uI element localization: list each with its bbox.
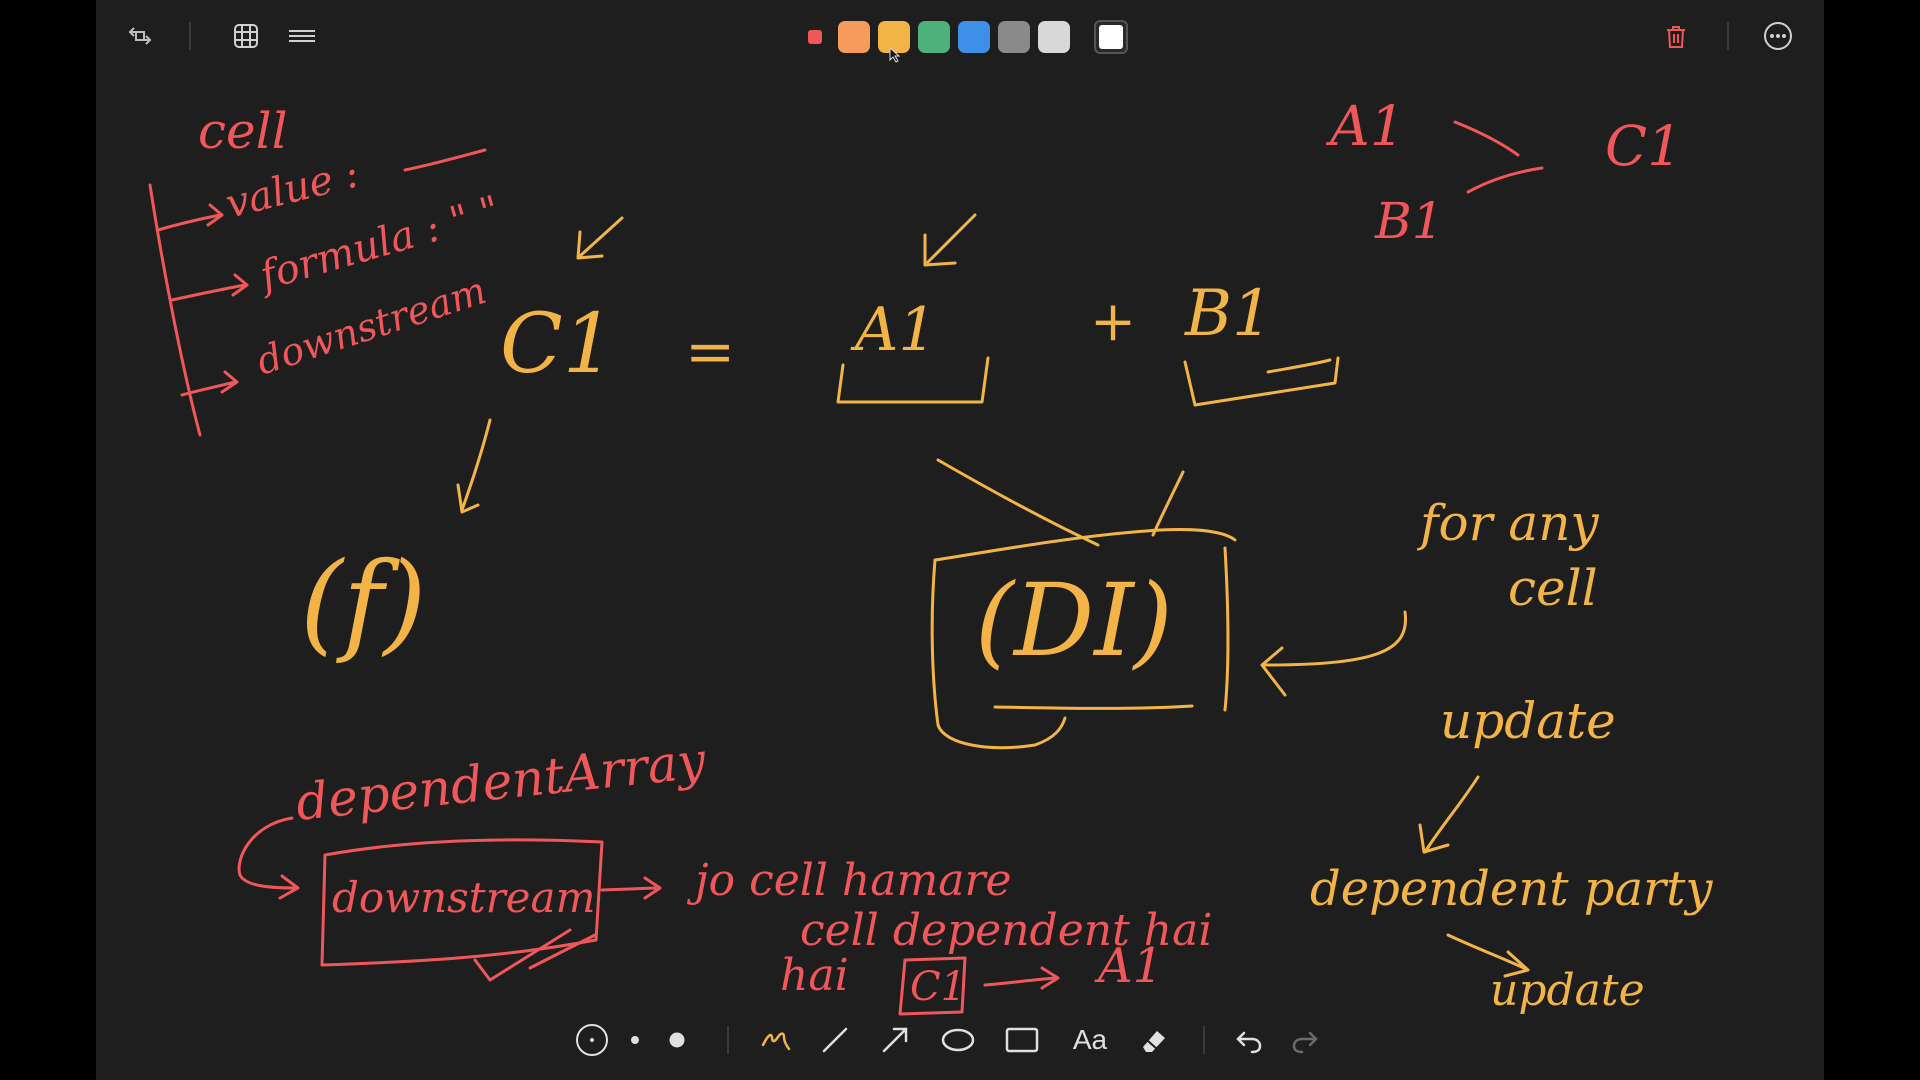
color-swatch-gray[interactable] bbox=[998, 21, 1030, 53]
note-cell: cell bbox=[198, 102, 288, 160]
note-c1: C1 bbox=[500, 297, 615, 392]
note-dependent-array: dependentArray bbox=[293, 731, 709, 832]
note-jo-cell: jo cell hamare bbox=[686, 855, 1012, 906]
pen-icon[interactable] bbox=[758, 1018, 794, 1062]
note-b1: B1 bbox=[1184, 277, 1273, 351]
pointer-dot-icon[interactable] bbox=[574, 1018, 610, 1062]
color-swatch-light-gray[interactable] bbox=[1038, 21, 1070, 53]
color-swatch-green[interactable] bbox=[918, 21, 950, 53]
arrow-icon[interactable] bbox=[878, 1018, 912, 1062]
toolbar-divider bbox=[1727, 22, 1729, 50]
f-circle: (f) bbox=[300, 538, 427, 666]
large-dot-icon[interactable] bbox=[664, 1018, 690, 1062]
toolbar-divider bbox=[1203, 1026, 1205, 1054]
note-for-any-cell-1: for any bbox=[1416, 494, 1599, 552]
lines-icon[interactable] bbox=[286, 20, 318, 52]
note-update-1: update bbox=[1440, 692, 1616, 750]
rectangle-icon[interactable] bbox=[1002, 1018, 1042, 1062]
note-downstream-box: downstream bbox=[332, 873, 595, 922]
toolbar-divider bbox=[727, 1026, 729, 1054]
redo-icon[interactable] bbox=[1288, 1018, 1322, 1062]
note-update-2: update bbox=[1490, 965, 1645, 1016]
undo-icon[interactable] bbox=[1232, 1018, 1266, 1062]
note-top-b1: B1 bbox=[1374, 192, 1444, 250]
toolbar-divider bbox=[189, 22, 191, 50]
mouse-cursor-icon bbox=[888, 46, 902, 64]
note-for-any-cell-2: cell bbox=[1508, 559, 1598, 617]
color-swatch-white-fill bbox=[1099, 25, 1123, 49]
trash-icon[interactable] bbox=[1662, 22, 1690, 52]
small-dot-icon[interactable] bbox=[624, 1018, 646, 1062]
text-icon[interactable]: Aa bbox=[1066, 1018, 1114, 1062]
di-box: (DI) bbox=[930, 458, 1408, 750]
note-dependent-party: dependent party bbox=[1310, 861, 1713, 917]
note-top-a1: A1 bbox=[1325, 94, 1405, 158]
note-top-c1: C1 bbox=[1605, 114, 1682, 178]
ellipse-icon[interactable] bbox=[938, 1018, 978, 1062]
note-hai: hai bbox=[780, 950, 849, 1001]
equation: C1 = A1 + B1 bbox=[456, 213, 1340, 514]
eraser-icon[interactable] bbox=[1136, 1018, 1170, 1062]
note-a1: A1 bbox=[850, 295, 937, 365]
note-a1-bottom: A1 bbox=[1094, 938, 1163, 994]
dependent-array-notes: dependentArray downstream jo cell hamare… bbox=[237, 731, 1212, 1016]
cell-tree: cell value : formula : " " downstream bbox=[148, 102, 505, 437]
color-swatch-yellow[interactable] bbox=[878, 21, 910, 53]
note-c1-box: C1 bbox=[910, 964, 966, 1010]
note-f: (f) bbox=[300, 538, 427, 666]
expand-icon[interactable] bbox=[124, 20, 156, 52]
note-value: value : bbox=[221, 150, 363, 227]
grid-icon[interactable] bbox=[230, 20, 262, 52]
color-swatch-blue[interactable] bbox=[958, 21, 990, 53]
more-icon[interactable] bbox=[1762, 20, 1794, 52]
dependency-notes: A1 B1 C1 for any cell update dependent p… bbox=[1310, 94, 1713, 1016]
color-swatch-orange[interactable] bbox=[838, 21, 870, 53]
line-icon[interactable] bbox=[818, 1018, 852, 1062]
whiteboard-canvas[interactable] bbox=[96, 0, 1824, 1080]
note-equals: = bbox=[685, 317, 735, 387]
text-tool-label: Aa bbox=[1072, 1024, 1108, 1055]
note-cell-dependent: cell dependent hai bbox=[800, 905, 1212, 956]
note-di: (DI) bbox=[975, 562, 1173, 679]
color-swatch-red[interactable] bbox=[808, 30, 822, 44]
color-swatch-white[interactable] bbox=[1094, 20, 1128, 54]
note-plus: + bbox=[1090, 289, 1136, 353]
